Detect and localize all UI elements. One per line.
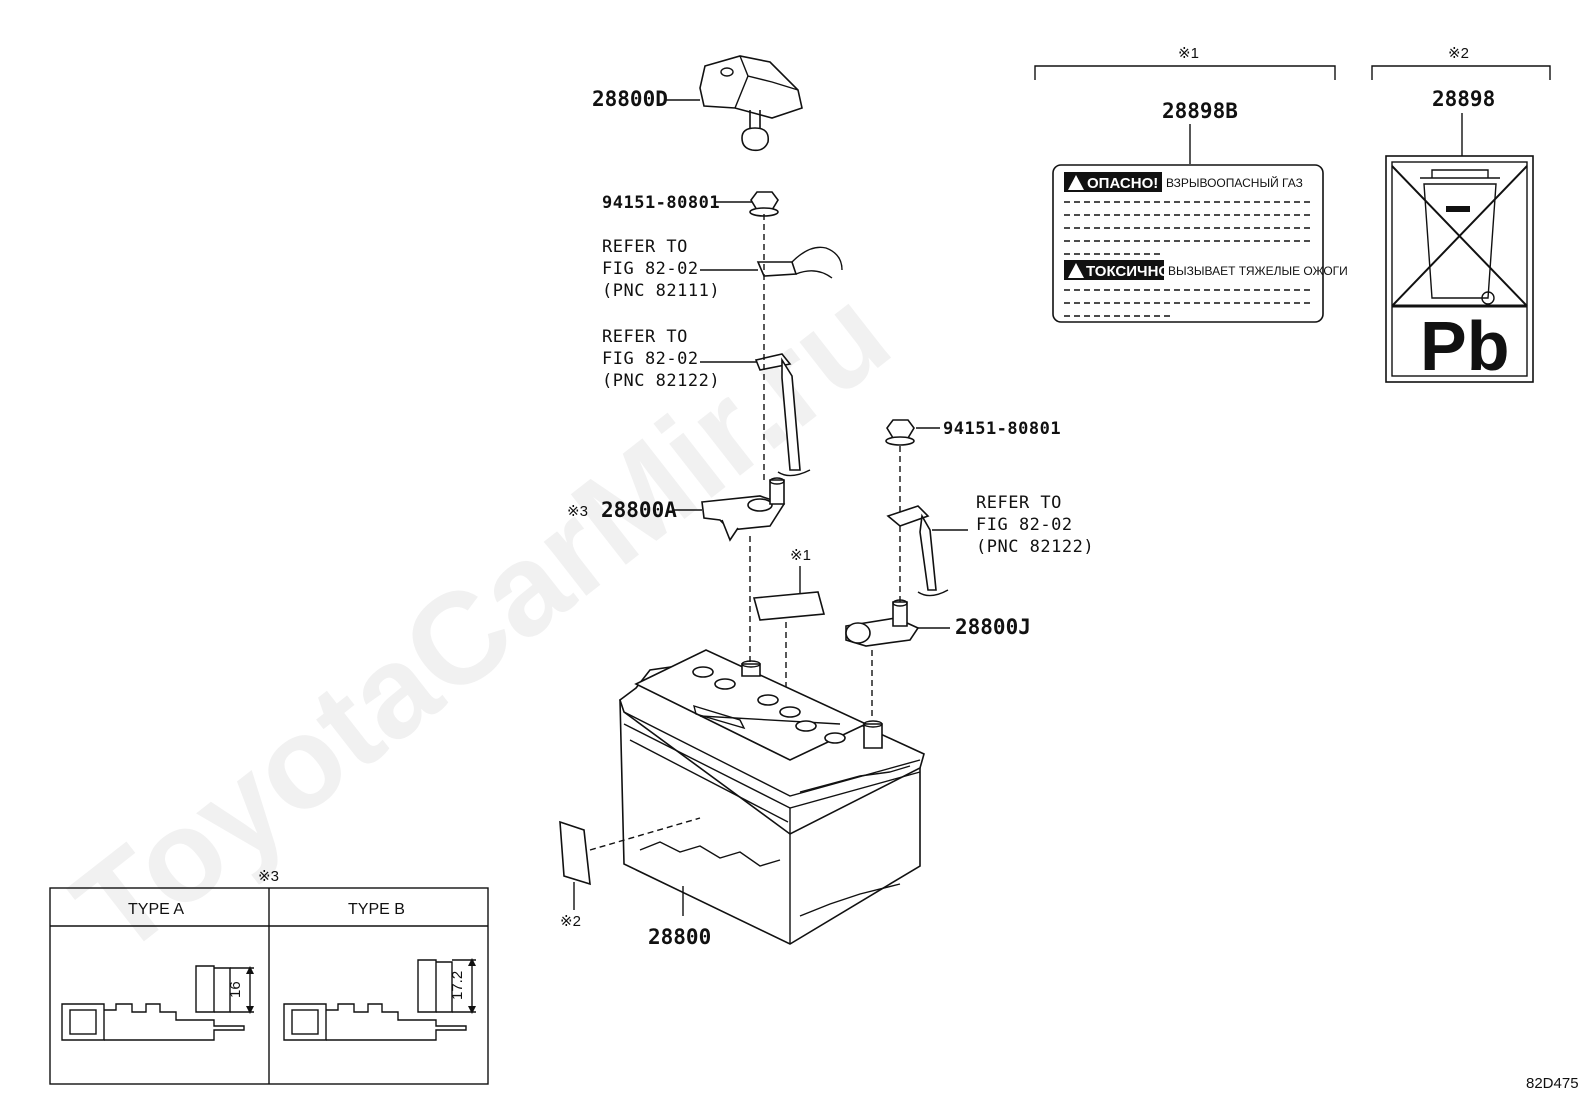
toxic-heading: ТОКСИЧНО: [1086, 263, 1170, 280]
refer-note-2: REFER TO FIG 82-02 (PNC 82122): [602, 327, 720, 391]
part-28800-label[interactable]: 28800: [648, 925, 711, 949]
terminal-clamp-a: [701, 477, 786, 542]
svg-text:(PNC 82122): (PNC 82122): [602, 371, 720, 391]
small-label-1: [752, 591, 826, 621]
part-28898b-label[interactable]: 28898B: [1162, 99, 1238, 123]
part-28800a-label[interactable]: 28800A: [601, 498, 677, 522]
danger-heading: ОПАСНО!: [1087, 175, 1158, 192]
toxic-text: ВЫЗЫВАЕТ ТЯЖЕЛЫЕ ОЖОГИ: [1168, 264, 1348, 278]
cable-terminal-82122-b: [886, 505, 949, 597]
clamp-type-table: TYPE A TYPE B 16: [49, 887, 489, 1085]
svg-text:REFER TO: REFER TO: [976, 493, 1062, 513]
pb-symbol: Pb: [1420, 307, 1509, 385]
type-b-drawing: 17.2: [283, 958, 476, 1041]
note-3-table: ※3: [258, 868, 279, 885]
note-2-top: ※2: [1448, 45, 1469, 62]
terminal-clamp-j: [845, 599, 920, 647]
cable-terminal-82111: [756, 246, 843, 279]
part-28898-label[interactable]: 28898: [1432, 87, 1495, 111]
refer-note-3: REFER TO FIG 82-02 (PNC 82122): [976, 493, 1094, 557]
part-nut-right-label[interactable]: 94151-80801: [943, 419, 1061, 439]
note-3-mark: ※3: [567, 503, 588, 520]
terminal-cover: [699, 55, 803, 152]
part-28800j-label[interactable]: 28800J: [955, 615, 1031, 639]
nut-top: [749, 191, 779, 217]
warning-label: ОПАСНО! ВЗРЫВООПАСНЫЙ ГАЗ ТОКСИЧНО ВЫЗЫВ…: [1052, 164, 1348, 323]
figure-code: 82D475: [1526, 1075, 1579, 1092]
svg-text:FIG 82-02: FIG 82-02: [602, 259, 699, 279]
note-2-small: ※2: [560, 913, 581, 930]
note-1-top: ※1: [1178, 45, 1199, 62]
svg-text:FIG 82-02: FIG 82-02: [976, 515, 1073, 535]
danger-text: ВЗРЫВООПАСНЫЙ ГАЗ: [1166, 175, 1303, 190]
battery: [619, 649, 925, 945]
part-nut-top-label[interactable]: 94151-80801: [602, 193, 720, 213]
type-b-header: TYPE B: [348, 901, 405, 918]
svg-text:FIG 82-02: FIG 82-02: [602, 349, 699, 369]
part-28800d-label[interactable]: 28800D: [592, 87, 668, 111]
small-label-2: [559, 820, 591, 886]
note-1-small: ※1: [790, 547, 811, 564]
dimension-b: 17.2: [449, 971, 466, 1000]
label-bracket-2: ※2: [1371, 45, 1551, 80]
svg-text:REFER TO: REFER TO: [602, 237, 688, 257]
svg-text:(PNC 82122): (PNC 82122): [976, 537, 1094, 557]
recycle-bin-label: Pb: [1385, 155, 1534, 385]
svg-text:REFER TO: REFER TO: [602, 327, 688, 347]
type-a-header: TYPE A: [128, 901, 184, 918]
nut-right: [885, 419, 915, 446]
type-a-drawing: 16: [61, 965, 254, 1041]
refer-note-1: REFER TO FIG 82-02 (PNC 82111): [602, 237, 720, 301]
svg-text:(PNC 82111): (PNC 82111): [602, 281, 720, 301]
label-bracket-1: ※1: [1034, 45, 1336, 80]
dimension-a: 16: [227, 981, 244, 998]
